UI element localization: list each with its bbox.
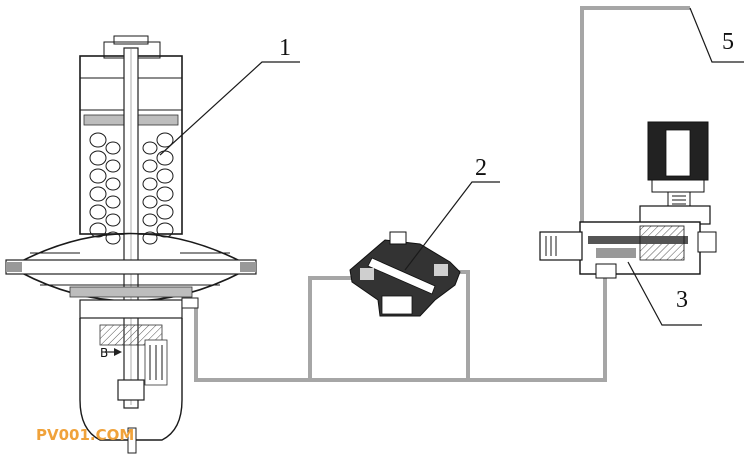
valve-stem-bottom	[127, 427, 137, 454]
pipe-pilot-left-loop	[308, 276, 360, 380]
solenoid-hatched	[639, 225, 685, 261]
bonnet	[79, 299, 183, 319]
solenoid-outlet	[697, 231, 717, 253]
diaphragm-flange	[5, 259, 257, 275]
callout-5: 5	[722, 29, 734, 55]
main-valve: B	[5, 35, 257, 454]
main-valve-port	[181, 297, 199, 309]
callout-2: 2	[475, 155, 487, 181]
diaphragm-top	[19, 232, 243, 263]
callout-3: 3	[676, 287, 688, 313]
leader-3	[627, 261, 702, 326]
arrow-b-head	[114, 348, 122, 356]
pipe-main-to-bottom	[194, 270, 607, 382]
pilot-top-plug	[389, 231, 407, 245]
leader-5	[689, 7, 744, 63]
pipe-network	[194, 6, 690, 382]
solenoid-base	[651, 179, 705, 193]
leader-lines	[159, 7, 744, 326]
watermark-text: PV001.COM	[36, 426, 134, 444]
pilot-lower-cavity	[381, 295, 413, 315]
pilot-valve	[349, 231, 461, 317]
valve-plug	[117, 379, 145, 401]
valve-top-nut	[113, 35, 149, 45]
solenoid-spool	[588, 236, 688, 244]
solenoid-core	[665, 129, 691, 177]
leader-1	[159, 61, 300, 156]
flange-bolt-left	[6, 262, 22, 272]
pilot-right-port	[434, 264, 448, 276]
solenoid-valve	[539, 121, 717, 279]
pilot-left-port	[360, 268, 374, 280]
callout-1: 1	[279, 35, 291, 61]
solenoid-seat	[596, 248, 636, 258]
leader-2	[404, 181, 500, 271]
flange-bolt-right	[240, 262, 256, 272]
solenoid-inlet	[539, 231, 583, 261]
solenoid-bottom-port	[595, 263, 617, 279]
pipe-solenoid-top	[580, 6, 690, 222]
label-b: B	[100, 346, 108, 360]
diaphragm-plate	[69, 286, 193, 298]
pipe-pilot-right-loop	[450, 270, 470, 380]
pilot-bore	[367, 257, 436, 295]
